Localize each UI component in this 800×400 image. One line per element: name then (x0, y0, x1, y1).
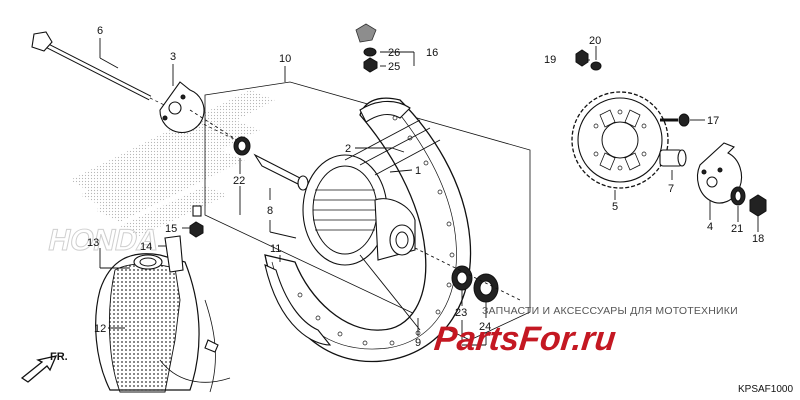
callout-4: 4 (707, 221, 713, 233)
callout-23: 23 (455, 307, 467, 319)
callout-12: 12 (94, 323, 106, 335)
callout-13: 13 (87, 237, 99, 249)
callout-19: 19 (544, 54, 556, 66)
callout-6: 6 (97, 25, 103, 37)
axle-spacer-plate (159, 81, 241, 143)
callout-17: 17 (707, 115, 719, 127)
rim-lock-14 (164, 235, 184, 273)
svg-text:HONDA: HONDA (45, 224, 162, 257)
rim-band (264, 100, 411, 346)
bearing-24 (473, 273, 499, 303)
washer-20 (590, 61, 602, 71)
bearing-22 (233, 136, 251, 156)
callout-7: 7 (668, 183, 674, 195)
callout-15: 15 (165, 223, 177, 235)
adjuster-plate (696, 142, 743, 204)
rear-hub (302, 119, 441, 331)
callout-3: 3 (170, 51, 176, 63)
nut-19 (575, 49, 589, 67)
diagram-code: KPSAF1000 (738, 384, 793, 395)
callout-1: 1 (415, 165, 421, 177)
bolt-17 (660, 113, 690, 127)
callout-22: 22 (233, 175, 245, 187)
driven-sprocket (571, 91, 669, 189)
callout-11: 11 (270, 243, 281, 255)
tire (95, 253, 231, 393)
bearing-23 (451, 265, 473, 291)
callout-8: 8 (267, 205, 273, 217)
callout-10: 10 (279, 53, 291, 65)
callout-9: 9 (415, 337, 421, 349)
watermark-tagline: ЗАПЧАСТИ И АКСЕССУАРЫ ДЛЯ МОТОТЕХНИКИ (482, 305, 738, 317)
axle-collar (253, 153, 309, 191)
wheel-outline (204, 81, 531, 341)
callout-21: 21 (731, 223, 743, 235)
front-direction-arrow: FR. (20, 351, 68, 383)
nut-18 (749, 194, 767, 217)
callout-16: 16 (426, 47, 438, 59)
callout-18: 18 (752, 233, 764, 245)
callout-14: 14 (140, 241, 152, 253)
callout-26: 26 (388, 47, 400, 59)
callout-24: 24 (479, 321, 491, 333)
sprocket-bolt-set (355, 23, 378, 73)
callout-20: 20 (589, 35, 601, 47)
callout-2: 2 (345, 143, 351, 155)
nut-15 (189, 205, 204, 238)
honda-wing-emblem: HONDA (45, 90, 275, 257)
watermark-logo: PartsFor.ru (432, 320, 617, 358)
callout-5: 5 (612, 201, 618, 213)
callout-25: 25 (388, 61, 400, 73)
collar-7 (659, 149, 687, 167)
front-label: FR. (50, 351, 68, 363)
